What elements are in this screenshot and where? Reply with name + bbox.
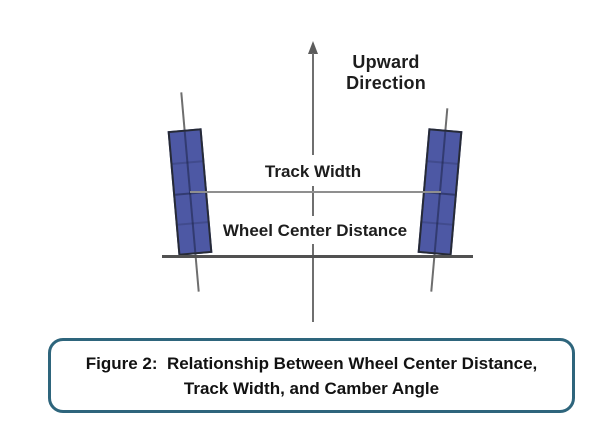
center-axis-line-middle: [312, 186, 314, 216]
caption-line-2: Track Width, and Camber Angle: [183, 378, 440, 398]
center-axis-line-upper: [312, 53, 314, 155]
up-arrow-icon: [308, 41, 318, 54]
upward-direction-line1: Upward: [352, 52, 420, 72]
ground-line: [162, 255, 473, 258]
wheel-center-distance-label: Wheel Center Distance: [222, 221, 408, 240]
upward-direction-line2: Direction: [346, 73, 426, 93]
center-axis-line-lower: [312, 244, 314, 322]
caption-box: Figure 2: Relationship Between Wheel Cen…: [48, 338, 575, 413]
track-width-label: Track Width: [264, 162, 362, 181]
track-width-line: [190, 191, 441, 193]
caption-line-1: Figure 2: Relationship Between Wheel Cen…: [85, 353, 538, 373]
upward-direction-label: Upward Direction: [302, 52, 470, 94]
